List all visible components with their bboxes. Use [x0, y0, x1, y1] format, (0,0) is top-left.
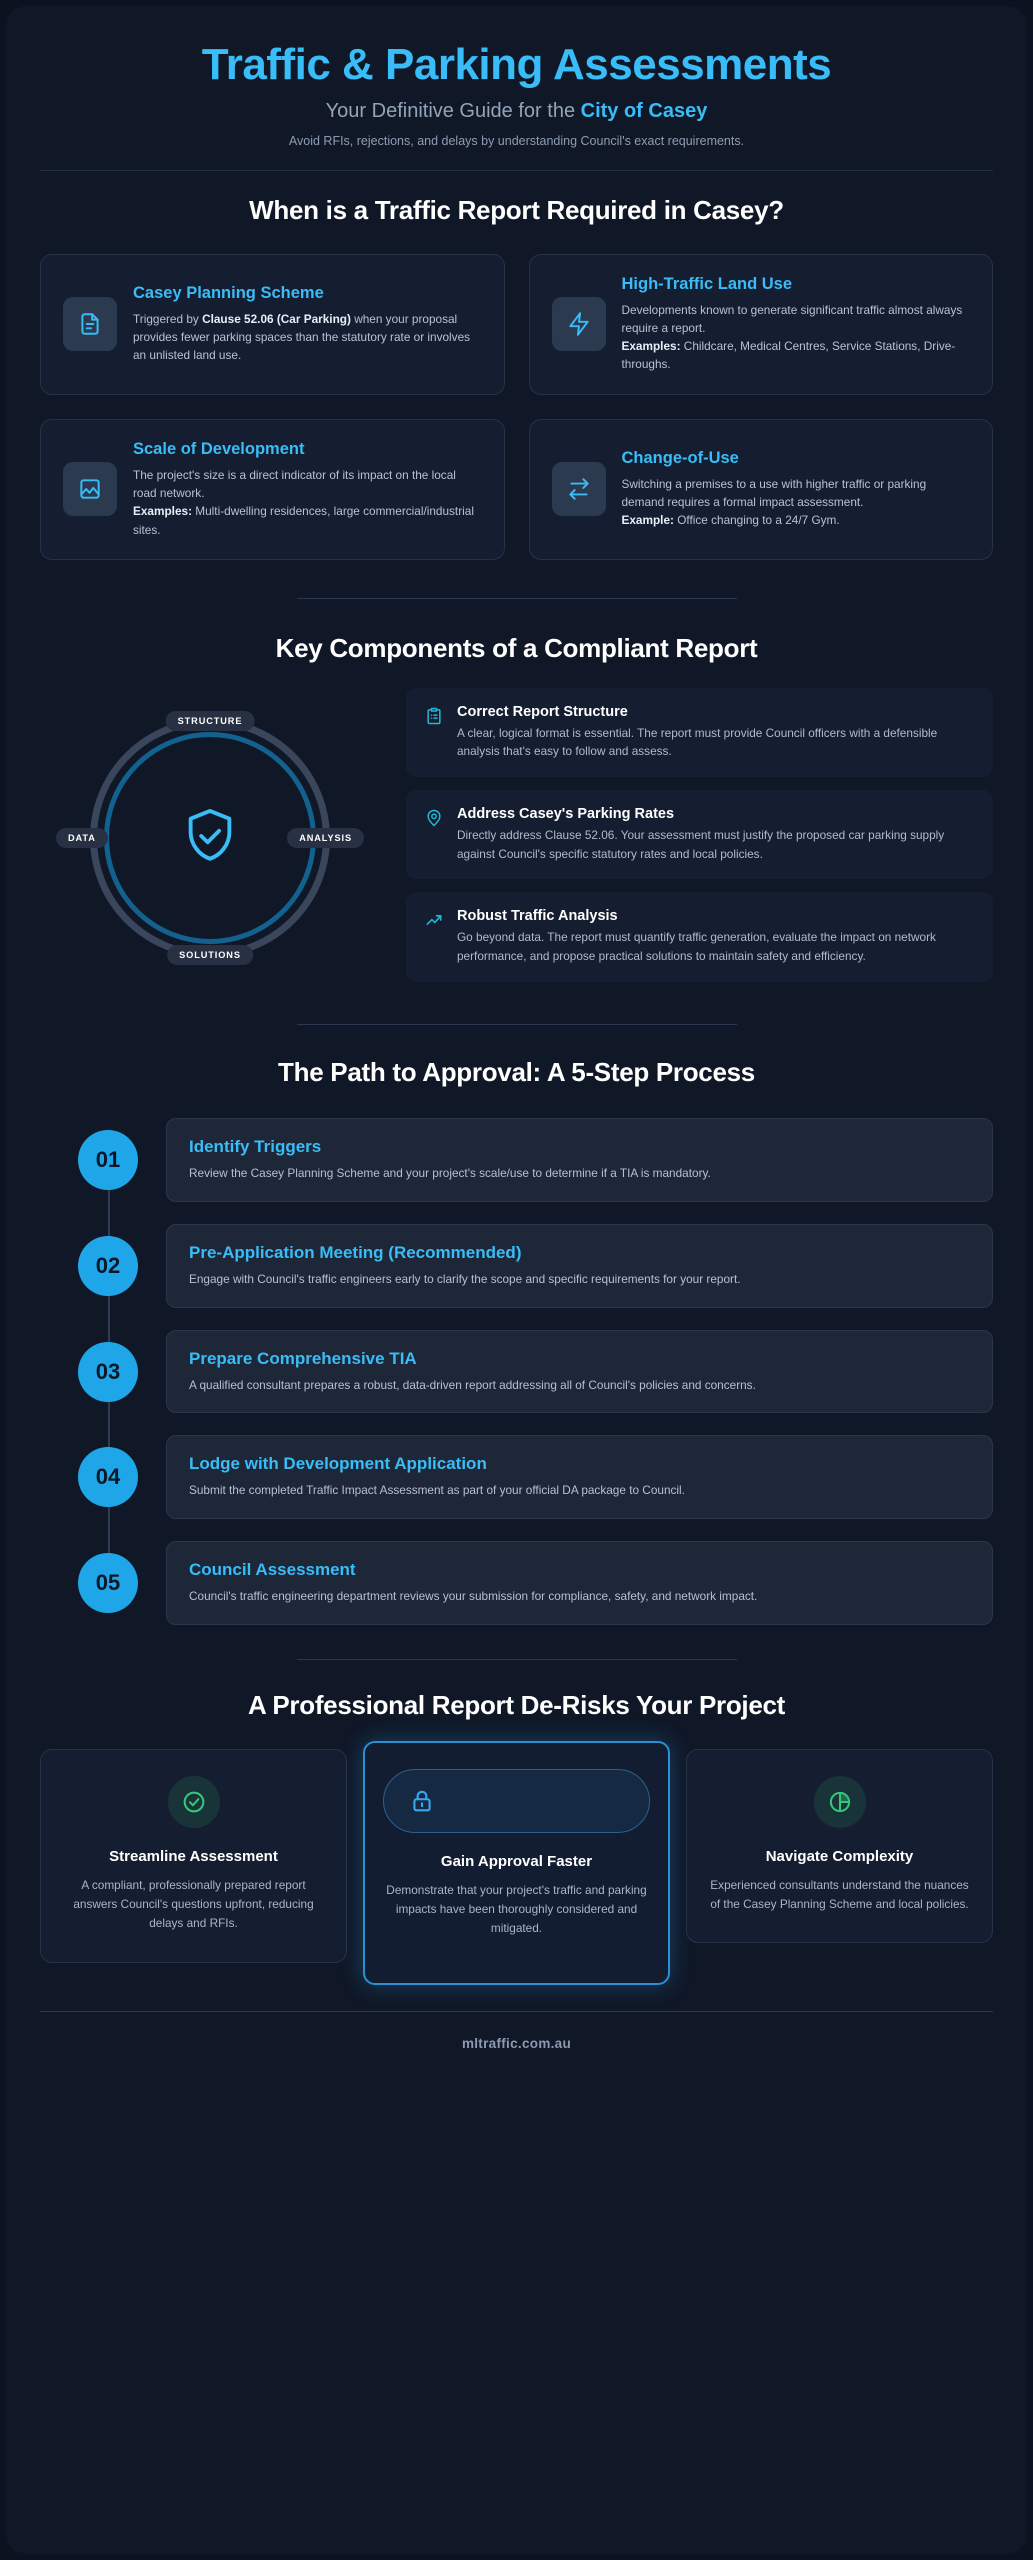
- ring-tag-analysis: ANALYSIS: [287, 827, 364, 848]
- step-card: Council Assessment Council's traffic eng…: [166, 1541, 993, 1626]
- triggers-heading: When is a Traffic Report Required in Cas…: [249, 194, 784, 225]
- trigger-title: Change-of-Use: [621, 448, 739, 467]
- trending-up-icon: [424, 908, 444, 965]
- process-heading: The Path to Approval: A 5-Step Process: [278, 1056, 755, 1087]
- ring-tag-solutions: SOLUTIONS: [167, 944, 253, 965]
- component-item-parking-rates: Address Casey's Parking Rates Directly a…: [406, 790, 993, 880]
- benefit-card-complexity: Navigate Complexity Experienced consulta…: [686, 1749, 993, 1944]
- ring-tag-data: DATA: [56, 827, 108, 848]
- step-text: Council's traffic engineering department…: [189, 1589, 758, 1604]
- step-title: Pre-Application Meeting (Recommended): [189, 1242, 522, 1262]
- exchange-arrows-icon: [551, 462, 606, 517]
- component-item-structure: Correct Report Structure A clear, logica…: [406, 687, 993, 778]
- step-number-badge: 04: [78, 1447, 138, 1508]
- benefit-card-streamline: Streamline Assessment A compliant, profe…: [40, 1749, 347, 1963]
- step-number-badge: 01: [78, 1129, 138, 1190]
- benefit-title: Navigate Complexity: [765, 1848, 914, 1866]
- trigger-title: Casey Planning Scheme: [133, 283, 324, 302]
- benefit-title: Streamline Assessment: [109, 1848, 278, 1866]
- component-title: Correct Report Structure: [457, 703, 628, 720]
- benefit-card-approval: Gain Approval Faster Demonstrate that yo…: [363, 1741, 670, 1985]
- process-step: 04 Lodge with Development Application Su…: [40, 1435, 993, 1520]
- pie-chart-icon: [813, 1776, 866, 1829]
- page-subtitle: Your Definitive Guide for the City of Ca…: [40, 100, 993, 123]
- step-number-badge: 03: [78, 1341, 138, 1402]
- component-title: Address Casey's Parking Rates: [457, 806, 675, 823]
- components-body: STRUCTURE ANALYSIS SOLUTIONS DATA Correc…: [40, 687, 993, 988]
- trigger-text: Switching a premises to a use with highe…: [621, 476, 927, 528]
- step-text: Submit the completed Traffic Impact Asse…: [189, 1483, 685, 1498]
- process-step: 05 Council Assessment Council's traffic …: [40, 1541, 993, 1626]
- lock-icon: [383, 1769, 650, 1834]
- benefit-title: Gain Approval Faster: [440, 1853, 593, 1871]
- check-circle-icon: [167, 1776, 220, 1829]
- process-step: 01 Identify Triggers Review the Casey Pl…: [40, 1117, 993, 1202]
- header: Traffic & Parking Assessments Your Defin…: [40, 6, 993, 171]
- ring-tag-structure: STRUCTURE: [165, 710, 255, 731]
- footer-site-url[interactable]: mltraffic.com.au: [461, 2035, 572, 2051]
- page-tagline: Avoid RFIs, rejections, and delays by un…: [288, 133, 745, 148]
- components-ring-diagram: STRUCTURE ANALYSIS SOLUTIONS DATA: [40, 688, 380, 988]
- process-step: 02 Pre-Application Meeting (Recommended)…: [40, 1223, 993, 1308]
- trigger-card-change-of-use: Change-of-Use Switching a premises to a …: [528, 418, 993, 560]
- step-card: Pre-Application Meeting (Recommended) En…: [166, 1223, 993, 1308]
- step-text: Engage with Council's traffic engineers …: [189, 1271, 741, 1286]
- step-number-badge: 05: [78, 1553, 138, 1614]
- clipboard-list-icon: [424, 704, 444, 761]
- lightning-bolt-icon: [551, 297, 606, 352]
- component-item-traffic-analysis: Robust Traffic Analysis Go beyond data. …: [406, 892, 993, 982]
- trigger-text: The project's size is a direct indicator…: [133, 467, 474, 537]
- process-section: The Path to Approval: A 5-Step Process 0…: [40, 1056, 993, 1626]
- benefit-text: A compliant, professionally prepared rep…: [73, 1878, 314, 1931]
- benefits-section: A Professional Report De-Risks Your Proj…: [40, 1690, 993, 1985]
- step-card: Prepare Comprehensive TIA A qualified co…: [166, 1329, 993, 1414]
- step-title: Council Assessment: [189, 1560, 356, 1580]
- step-text: A qualified consultant prepares a robust…: [189, 1377, 756, 1392]
- trigger-card-high-traffic: High-Traffic Land Use Developments known…: [528, 253, 993, 395]
- trigger-text: Developments known to generate significa…: [621, 302, 963, 372]
- section-divider-3: [296, 1659, 737, 1661]
- page-title: Traffic & Parking Assessments: [201, 40, 832, 89]
- benefit-text: Experienced consultants understand the n…: [710, 1878, 969, 1912]
- section-divider-1: [296, 597, 737, 599]
- subtitle-prefix: Your Definitive Guide for the: [325, 99, 581, 122]
- trigger-title: High-Traffic Land Use: [621, 274, 793, 293]
- trigger-card-planning-scheme: Casey Planning Scheme Triggered by Claus…: [40, 253, 505, 395]
- step-text: Review the Casey Planning Scheme and you…: [189, 1165, 711, 1180]
- component-text: Go beyond data. The report must quantify…: [457, 930, 936, 963]
- footer-divider: [40, 2010, 993, 2012]
- triggers-grid: Casey Planning Scheme Triggered by Claus…: [40, 253, 993, 560]
- step-title: Lodge with Development Application: [189, 1454, 487, 1474]
- components-list: Correct Report Structure A clear, logica…: [406, 687, 993, 982]
- component-text: Directly address Clause 52.06. Your asse…: [457, 828, 945, 861]
- component-title: Robust Traffic Analysis: [457, 908, 618, 925]
- section-divider-2: [296, 1023, 737, 1025]
- components-section: Key Components of a Compliant Report STR…: [40, 633, 993, 988]
- map-pin-icon: [424, 806, 444, 863]
- process-step: 03 Prepare Comprehensive TIA A qualified…: [40, 1329, 993, 1414]
- building-image-icon: [63, 462, 117, 517]
- triggers-section: When is a Traffic Report Required in Cas…: [40, 195, 993, 560]
- step-card: Lodge with Development Application Submi…: [166, 1435, 993, 1520]
- step-title: Prepare Comprehensive TIA: [189, 1348, 417, 1368]
- footer-area: mltraffic.com.au: [40, 2010, 993, 2051]
- trigger-card-scale: Scale of Development The project's size …: [40, 418, 505, 560]
- component-text: A clear, logical format is essential. Th…: [457, 725, 938, 759]
- subtitle-highlight: City of Casey: [580, 99, 708, 122]
- header-divider: [40, 169, 993, 171]
- benefits-grid: Streamline Assessment A compliant, profe…: [40, 1741, 993, 1985]
- process-steps: 01 Identify Triggers Review the Casey Pl…: [40, 1117, 993, 1626]
- step-number-badge: 02: [78, 1235, 138, 1296]
- trigger-text: Triggered by Clause 52.06 (Car Parking) …: [133, 311, 471, 363]
- benefit-text: Demonstrate that your project's traffic …: [386, 1883, 647, 1936]
- document-icon: [63, 297, 117, 352]
- components-heading: Key Components of a Compliant Report: [275, 632, 758, 663]
- benefits-heading: A Professional Report De-Risks Your Proj…: [247, 1690, 786, 1721]
- step-title: Identify Triggers: [189, 1136, 322, 1156]
- step-card: Identify Triggers Review the Casey Plann…: [166, 1117, 993, 1202]
- shield-check-icon: [179, 804, 241, 871]
- trigger-title: Scale of Development: [133, 439, 305, 458]
